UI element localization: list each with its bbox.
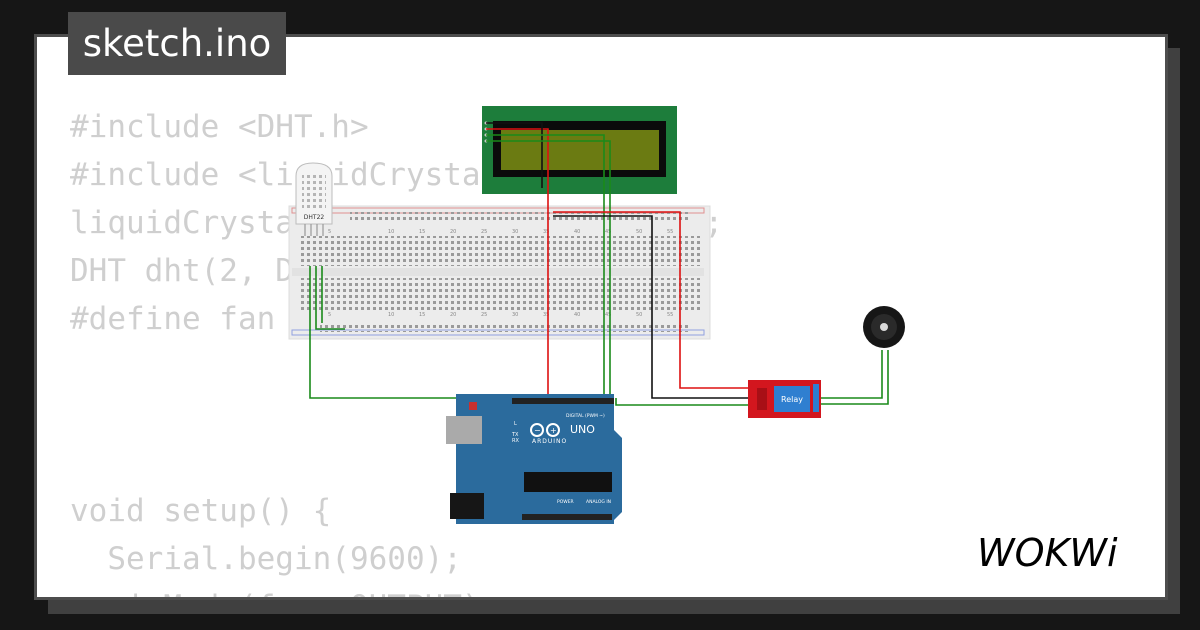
code-line: void setup() {	[70, 493, 332, 529]
relay-module[interactable]: Relay	[748, 380, 821, 418]
bb-col-label: 45	[605, 229, 611, 235]
breadboard-column-numbers: 5 10 15 20 25 30 35 40 45 50 55 5 10 15 …	[328, 229, 673, 318]
reset-button[interactable]	[469, 402, 477, 410]
bb-col-label: 50	[636, 229, 642, 235]
analog-label: ANALOG IN	[586, 499, 611, 505]
power-label: POWER	[557, 499, 574, 505]
bb-col-label: 20	[450, 312, 456, 318]
bb-col-label: 10	[388, 229, 394, 235]
wokwi-logo-text: WOKWi	[977, 531, 1118, 575]
svg-text:−: −	[534, 426, 541, 435]
bb-col-label: 55	[667, 229, 673, 235]
wires	[309, 122, 889, 520]
bb-col-label: 20	[450, 229, 456, 235]
bb-col-label: 15	[419, 312, 425, 318]
led-label-rx: RX	[512, 438, 519, 444]
buzzer-icon[interactable]	[863, 306, 905, 348]
bb-col-label: 30	[512, 312, 518, 318]
bb-col-label: 5	[328, 312, 331, 318]
code-line: pinMode(fan, OUTPUT);	[70, 583, 723, 597]
arduino-uno-board[interactable]: − + UNO ARDUINO DIGITAL (PWM ~) POWER AN…	[446, 394, 622, 524]
lcd-display[interactable]	[482, 106, 677, 194]
breadboard: 5 10 15 20 25 30 35 40 45 50 55 5 10 15 …	[288, 205, 711, 340]
bb-col-label: 55	[667, 312, 673, 318]
code-line: Serial.begin(9600);	[70, 541, 462, 577]
atmega-chip	[524, 472, 612, 492]
wokwi-logo-icon: WOKWi	[977, 531, 1118, 575]
digital-label: DIGITAL (PWM ~)	[566, 413, 605, 419]
relay-label: Relay	[781, 395, 803, 404]
svg-text:+: +	[550, 426, 557, 435]
dht-label: DHT22	[304, 214, 325, 221]
bb-col-label: 40	[574, 312, 580, 318]
bb-col-label: 35	[543, 312, 549, 318]
code-line: #include <DHT.h>	[70, 109, 369, 145]
bb-col-label: 25	[481, 312, 487, 318]
arduino-infinity-icon: − +	[530, 423, 560, 437]
bb-col-label: 30	[512, 229, 518, 235]
arduino-brand: ARDUINO	[532, 438, 567, 445]
bb-col-label: 15	[419, 229, 425, 235]
arduino-model: UNO	[570, 423, 595, 436]
bb-col-label: 35	[543, 229, 549, 235]
bb-col-label: 50	[636, 312, 642, 318]
led-label-tx: TX	[511, 432, 519, 438]
bb-col-label: 25	[481, 229, 487, 235]
bb-col-label: 10	[388, 312, 394, 318]
bb-col-label: 45	[605, 312, 611, 318]
bb-col-label: 5	[328, 229, 331, 235]
filename-tab[interactable]: sketch.ino	[68, 12, 286, 75]
bb-col-label: 40	[574, 229, 580, 235]
led-label-l: L	[514, 421, 517, 427]
dht22-sensor[interactable]: DHT22	[295, 162, 333, 236]
